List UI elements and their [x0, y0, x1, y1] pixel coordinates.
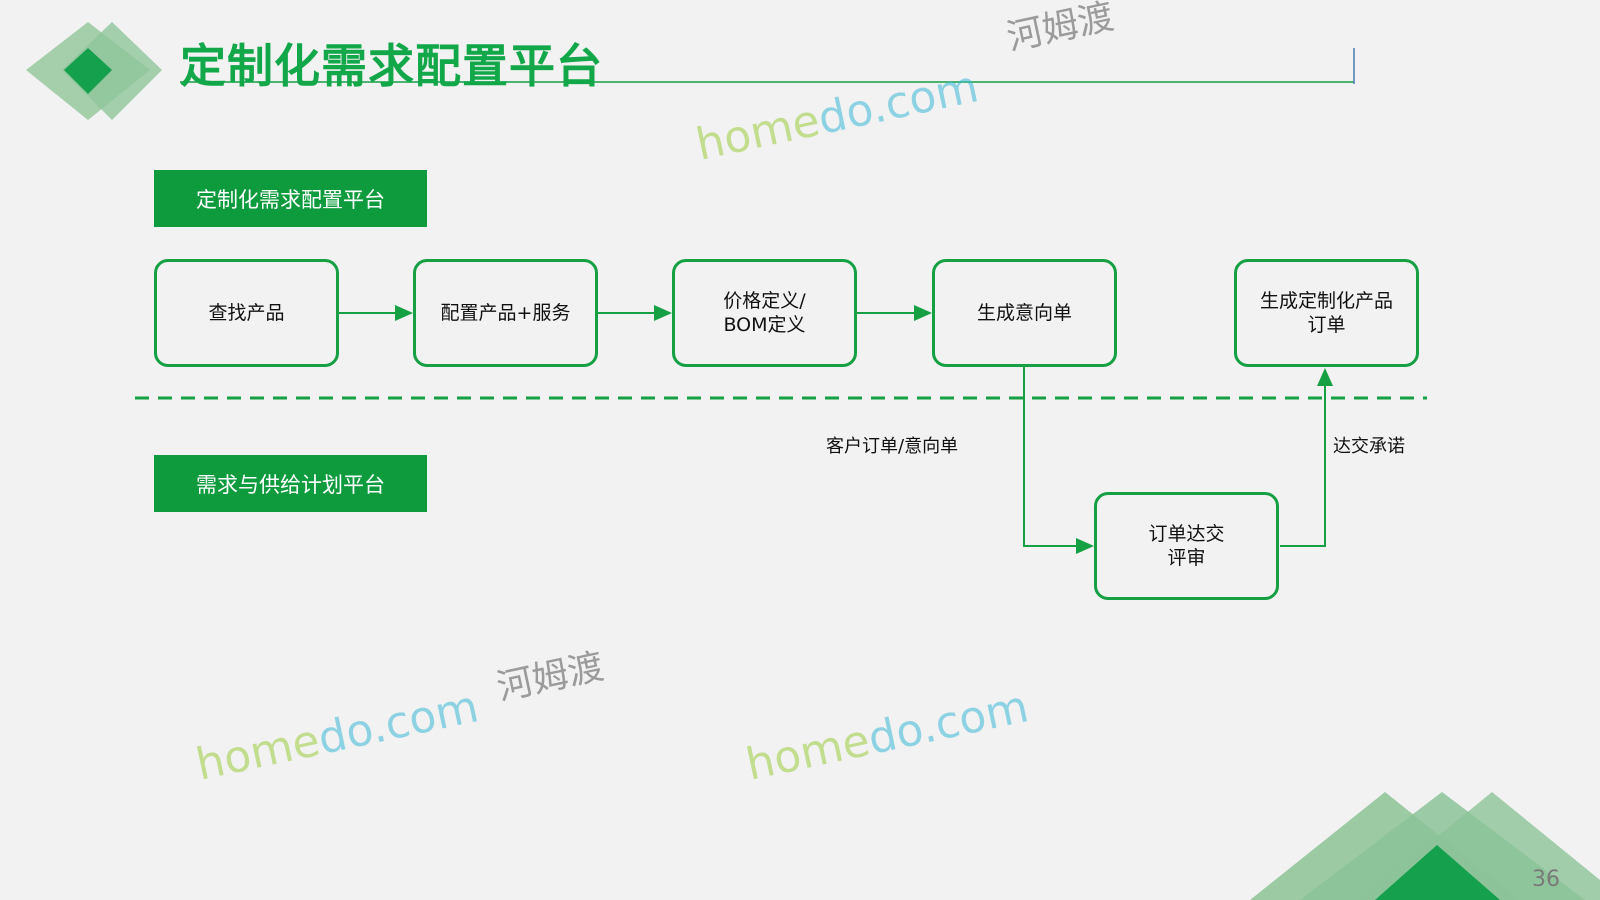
watermarks: homedo.com 河姆渡 homedo.com homedo.com 河姆渡	[192, 0, 1118, 791]
page-number: 36	[1532, 867, 1560, 892]
node-custom-order: 生成定制化产品 订单	[1234, 259, 1419, 367]
lane-label-config: 定制化需求配置平台	[154, 170, 427, 227]
lane-label-planning: 需求与供给计划平台	[154, 455, 427, 512]
flow-arrows	[339, 305, 1333, 554]
node-find-product: 查找产品	[154, 259, 339, 367]
svg-text:河姆渡: 河姆渡	[493, 646, 607, 709]
svg-text:河姆渡: 河姆渡	[1003, 0, 1117, 59]
corner-triangles	[1250, 792, 1600, 900]
node-intent-order: 生成意向单	[932, 259, 1117, 367]
edge-label-promise: 达交承诺	[1333, 436, 1405, 457]
logo-diamonds-icon	[26, 22, 162, 120]
edge-label-order: 客户订单/意向单	[826, 436, 959, 457]
node-price-bom: 价格定义/ BOM定义	[672, 259, 857, 367]
node-configure: 配置产品+服务	[413, 259, 598, 367]
svg-text:homedo.com: homedo.com	[692, 61, 983, 171]
page-title: 定制化需求配置平台	[180, 39, 603, 93]
svg-text:homedo.com: homedo.com	[742, 681, 1033, 791]
svg-text:homedo.com: homedo.com	[192, 681, 483, 791]
node-order-review: 订单达交 评审	[1094, 492, 1279, 600]
